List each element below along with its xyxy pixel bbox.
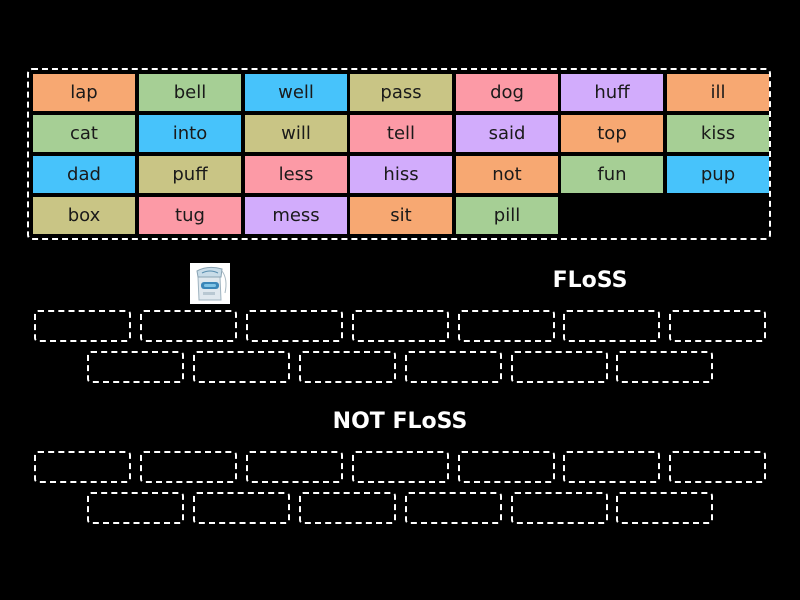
word-tile[interactable]: will — [245, 115, 347, 152]
floss-drop-slot[interactable] — [405, 351, 502, 383]
floss-drop-slot[interactable] — [669, 310, 766, 342]
floss-drop-slot[interactable] — [34, 310, 131, 342]
word-tile[interactable]: bell — [139, 74, 241, 111]
floss-container-icon — [190, 263, 230, 304]
floss-drop-slot[interactable] — [140, 310, 237, 342]
word-tile[interactable]: box — [33, 197, 135, 234]
not-floss-drop-slot[interactable] — [563, 451, 660, 483]
word-tile[interactable]: pup — [667, 156, 769, 193]
floss-drop-slot[interactable] — [299, 351, 396, 383]
word-tile[interactable]: dog — [456, 74, 558, 111]
group-title-floss: FLoSS — [552, 268, 628, 293]
floss-drop-slot[interactable] — [563, 310, 660, 342]
word-tile[interactable]: fun — [561, 156, 663, 193]
word-tile[interactable]: said — [456, 115, 558, 152]
word-tile[interactable]: tug — [139, 197, 241, 234]
word-tile[interactable]: ill — [667, 74, 769, 111]
word-tile[interactable]: well — [245, 74, 347, 111]
floss-drop-slot[interactable] — [87, 351, 184, 383]
word-tile[interactable]: sit — [350, 197, 452, 234]
not-floss-drop-slot[interactable] — [458, 451, 555, 483]
floss-drop-slot[interactable] — [352, 310, 449, 342]
not-floss-drop-slot[interactable] — [246, 451, 343, 483]
floss-drop-slot[interactable] — [458, 310, 555, 342]
word-tile[interactable]: kiss — [667, 115, 769, 152]
not-floss-drop-slot[interactable] — [405, 492, 502, 524]
not-floss-drop-slot[interactable] — [299, 492, 396, 524]
word-tile[interactable]: cat — [33, 115, 135, 152]
word-tile[interactable]: pill — [456, 197, 558, 234]
floss-drop-slot[interactable] — [246, 310, 343, 342]
word-tile[interactable]: huff — [561, 74, 663, 111]
word-tile[interactable]: puff — [139, 156, 241, 193]
group-title-not-floss: NOT FLoSS — [332, 409, 468, 434]
not-floss-drop-slot[interactable] — [352, 451, 449, 483]
not-floss-drop-slot[interactable] — [34, 451, 131, 483]
word-tile[interactable]: hiss — [350, 156, 452, 193]
floss-drop-slot[interactable] — [193, 351, 290, 383]
not-floss-drop-slot[interactable] — [511, 492, 608, 524]
not-floss-drop-slot[interactable] — [87, 492, 184, 524]
word-tile[interactable]: not — [456, 156, 558, 193]
word-tile[interactable]: dad — [33, 156, 135, 193]
word-tile[interactable]: lap — [33, 74, 135, 111]
word-tile[interactable]: mess — [245, 197, 347, 234]
floss-drop-slot[interactable] — [616, 351, 713, 383]
word-tile[interactable]: pass — [350, 74, 452, 111]
word-tile[interactable]: into — [139, 115, 241, 152]
not-floss-drop-slot[interactable] — [140, 451, 237, 483]
not-floss-drop-slot[interactable] — [616, 492, 713, 524]
not-floss-drop-slot[interactable] — [193, 492, 290, 524]
word-tile[interactable]: tell — [350, 115, 452, 152]
not-floss-drop-slot[interactable] — [669, 451, 766, 483]
floss-drop-slot[interactable] — [511, 351, 608, 383]
word-tile[interactable]: top — [561, 115, 663, 152]
word-tile[interactable]: less — [245, 156, 347, 193]
